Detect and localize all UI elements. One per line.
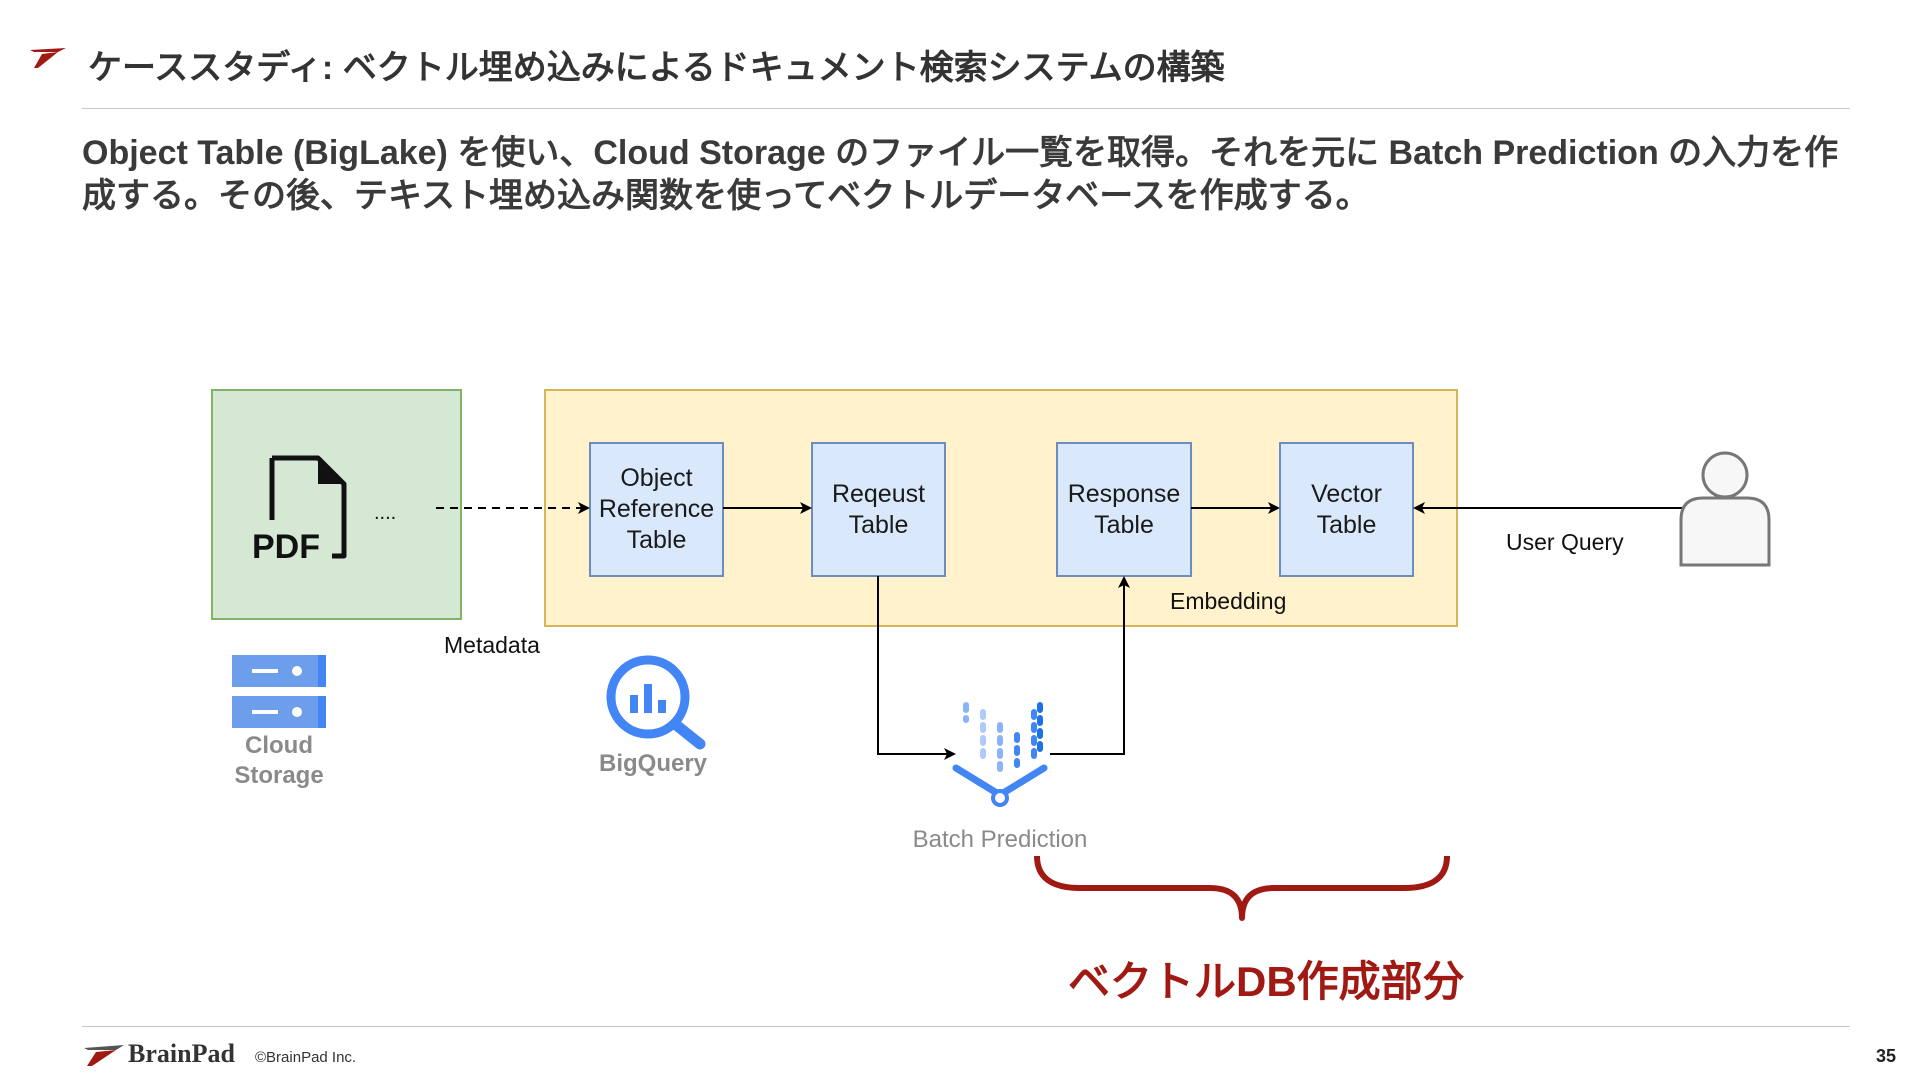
request-table-label: Reqeust Table <box>831 479 926 539</box>
brainpad-logo-icon <box>84 1045 124 1066</box>
bigquery-icon <box>606 655 706 750</box>
object-table-box <box>589 442 724 577</box>
cloud-storage-label: Cloud Storage <box>234 732 324 789</box>
cloud-storage-box <box>211 389 462 620</box>
response-table-label: Response Table <box>1067 479 1181 539</box>
vector-table-box <box>1279 442 1414 577</box>
user-query-label: User Query <box>1506 529 1624 555</box>
metadata-label: Metadata <box>444 632 540 658</box>
batch-to-response-arrow <box>1050 576 1130 755</box>
ellipsis-label: .... <box>374 502 397 524</box>
page-title: ケーススタディ: ベクトル埋め込みによるドキュメント検索システムの構築 <box>88 49 1225 87</box>
request-to-batch-arrow <box>877 576 956 760</box>
bigquery-label: BigQuery <box>598 750 708 777</box>
cloud-storage-icon <box>232 655 326 728</box>
batch-prediction-label: Batch Prediction <box>912 826 1088 853</box>
footer-brand: BrainPad <box>128 1039 235 1068</box>
pdf-label: PDF <box>252 528 320 566</box>
page-number: 35 <box>1875 1046 1896 1066</box>
red-brace <box>1034 855 1450 921</box>
footer-copyright: ©BrainPad Inc. <box>255 1049 357 1066</box>
user-icon <box>1679 451 1771 567</box>
pdf-file-icon <box>269 455 347 559</box>
footer-divider <box>82 1026 1850 1027</box>
vector-db-caption: ベクトルDB作成部分 <box>1068 958 1465 1005</box>
brand-mark-icon <box>30 48 66 68</box>
request-table-box <box>811 442 946 577</box>
embedding-label: Embedding <box>1170 588 1287 614</box>
intro-text: Object Table (BigLake) を使い、Cloud Storage… <box>82 134 1839 215</box>
batch-prediction-icon <box>952 702 1048 807</box>
header-divider <box>82 108 1850 109</box>
object-table-label: Object Reference Table <box>598 464 715 554</box>
vector-table-label: Vector Table <box>1311 479 1382 539</box>
